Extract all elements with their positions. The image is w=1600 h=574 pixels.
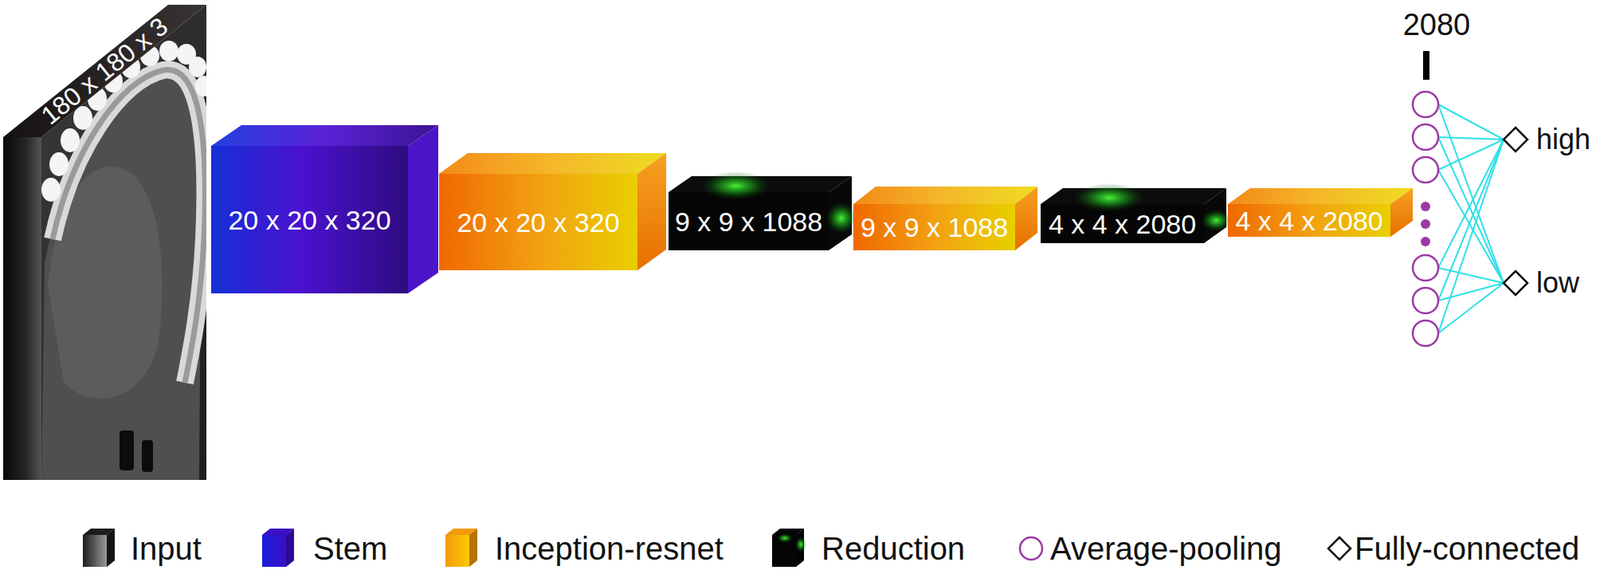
swatch-side — [286, 528, 295, 567]
bone-marrow — [52, 70, 205, 383]
legend-item: Stem — [262, 528, 390, 569]
reduction-block: 4 x 4 x 2080 — [1040, 188, 1227, 244]
block-side — [637, 152, 667, 271]
legend-swatch — [1018, 528, 1055, 569]
swatch-shade — [82, 534, 107, 567]
legend-swatch — [262, 528, 299, 569]
legend-item: Reduction — [772, 528, 968, 569]
legend-item: Input — [82, 528, 204, 569]
inception-resnet-block: 4 x 4 x 2080 — [1227, 188, 1413, 237]
block-front — [439, 173, 638, 271]
block-glow — [1073, 183, 1146, 212]
input-top-face — [3, 4, 207, 138]
block-side — [407, 125, 439, 294]
legend-swatch — [445, 528, 483, 569]
vector-bar — [1423, 50, 1430, 80]
block-front — [853, 203, 1016, 251]
vector-size-label: 2080 — [1403, 9, 1471, 40]
soft-tissue — [41, 78, 203, 480]
block-top — [853, 186, 1038, 204]
block-front — [1227, 203, 1391, 237]
airway — [119, 430, 134, 471]
block-front — [1040, 203, 1204, 244]
legend-text: Reduction — [821, 532, 965, 565]
swatch-shade — [445, 534, 470, 567]
block-front — [211, 145, 408, 294]
diamond-shape — [1501, 265, 1534, 301]
block-side — [1015, 186, 1038, 251]
diamond-shape — [1501, 121, 1534, 157]
pooling-neurons — [1412, 91, 1439, 346]
legend-item: Fully-connected — [1327, 528, 1582, 569]
legend-item: Average-pooling — [1018, 528, 1284, 569]
legend-text: Fully-connected — [1354, 532, 1580, 565]
class-label: low — [1536, 268, 1580, 298]
swatch-front — [82, 534, 107, 567]
legend-swatch — [772, 528, 809, 569]
block-side — [1390, 188, 1413, 237]
layer-size-label: 4 x 4 x 2080 — [1048, 210, 1197, 238]
reduction-block: 9 x 9 x 1088 — [668, 176, 852, 251]
legend-text: Inception-resnet — [494, 532, 724, 565]
block-glow — [1200, 209, 1232, 232]
block-top — [439, 152, 667, 174]
swatch-shade — [262, 534, 287, 567]
ellipsis-dots — [1420, 201, 1431, 247]
swatch-side-shade — [106, 528, 115, 567]
legend-text: Stem — [313, 532, 388, 565]
block-glow — [825, 201, 859, 235]
swatch-front — [445, 534, 470, 567]
fully-connected-diamond — [1503, 127, 1528, 152]
legend-text: Input — [130, 532, 202, 565]
fully-connected-diamond — [1503, 270, 1528, 295]
swatch-glow — [795, 536, 807, 553]
output-node: high — [1501, 121, 1595, 157]
layer-size-label: 9 x 9 x 1088 — [860, 213, 1008, 241]
dense-connections — [1438, 104, 1504, 334]
swatch-side — [469, 528, 478, 567]
swatch-side — [106, 528, 115, 567]
swatch-circle — [1019, 537, 1043, 560]
ct-background — [41, 4, 207, 480]
swatch-side-shade — [286, 528, 295, 567]
legend-text: Average-pooling — [1050, 532, 1283, 565]
layer-size-label: 180 x 180 x 3 — [36, 12, 173, 129]
class-label: high — [1536, 125, 1591, 154]
legend-swatch — [82, 528, 120, 569]
airway — [141, 439, 153, 472]
swatch-front — [262, 534, 287, 567]
swatch-diamond — [1328, 537, 1351, 560]
output-node: low — [1501, 265, 1584, 301]
stem-block: 20 x 20 x 320 — [211, 125, 439, 294]
layer-size-label: 20 x 20 x 320 — [227, 206, 391, 234]
block-top — [1227, 188, 1413, 204]
layer-size-label: 20 x 20 x 320 — [456, 208, 620, 236]
block-glow — [700, 171, 771, 200]
mandible-bone — [52, 70, 205, 383]
block-front — [668, 192, 829, 251]
legend-item: Inception-resnet — [445, 528, 726, 569]
input-layer: 180 x 180 x 3 — [3, 4, 207, 480]
input-face — [3, 137, 42, 480]
layer-size-label: 9 x 9 x 1088 — [674, 207, 823, 236]
swatch-side-shade — [469, 528, 478, 567]
layer-size-label: 4 x 4 x 2080 — [1235, 207, 1383, 235]
inception-resnet-block: 9 x 9 x 1088 — [853, 186, 1038, 251]
swatch-glow — [776, 533, 793, 543]
ct-image — [41, 4, 213, 480]
inception-resnet-block: 20 x 20 x 320 — [439, 152, 667, 271]
block-top — [211, 125, 439, 146]
